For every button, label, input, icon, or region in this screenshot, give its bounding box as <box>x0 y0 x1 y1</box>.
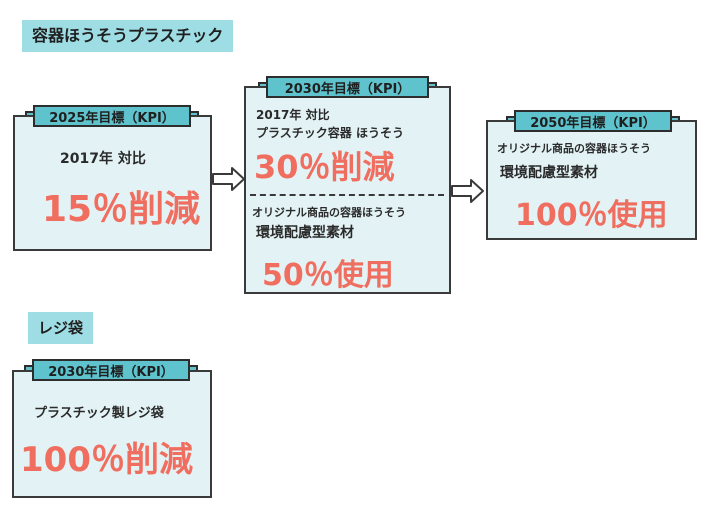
arrow-right-icon <box>451 179 484 203</box>
text-2025-line1: 2017年 対比 <box>60 151 146 167</box>
text-2030-line4: 環境配慮型素材 <box>256 225 354 241</box>
section-label-bag: レジ袋 <box>28 312 94 344</box>
text-2030-line3: オリジナル商品の容器ほうそう <box>252 206 406 219</box>
section-label-container: 容器ほうそうプラスチック <box>22 20 234 52</box>
value-2025: 15％削減 <box>42 189 201 230</box>
text-2030-line2: プラスチック容器 ほうそう <box>256 126 404 140</box>
divider-dashed <box>250 194 444 196</box>
value-2030-reduction: 30％削減 <box>254 148 395 186</box>
arrow-right-icon <box>212 167 245 191</box>
value-bag-2030: 100％削減 <box>20 440 193 480</box>
ribbon-bag-2030: 2030年目標（KPI） <box>24 359 198 381</box>
text-2050-line2: 環境配慮型素材 <box>500 165 598 181</box>
card-bag-2030 <box>12 370 212 498</box>
card-2030 <box>244 86 451 294</box>
text-2050-line1: オリジナル商品の容器ほうそう <box>497 142 651 155</box>
ribbon-2025: 2025年目標（KPI） <box>25 105 199 127</box>
value-2030-usage: 50％使用 <box>262 258 394 293</box>
text-bag-line1: プラスチック製レジ袋 <box>34 406 164 421</box>
ribbon-2050: 2050年目標（KPI） <box>506 110 680 132</box>
value-2050: 100％使用 <box>515 198 668 233</box>
ribbon-2030: 2030年目標（KPI） <box>258 76 437 98</box>
card-2050 <box>486 120 697 240</box>
text-2030-line1: 2017年 対比 <box>256 108 330 122</box>
